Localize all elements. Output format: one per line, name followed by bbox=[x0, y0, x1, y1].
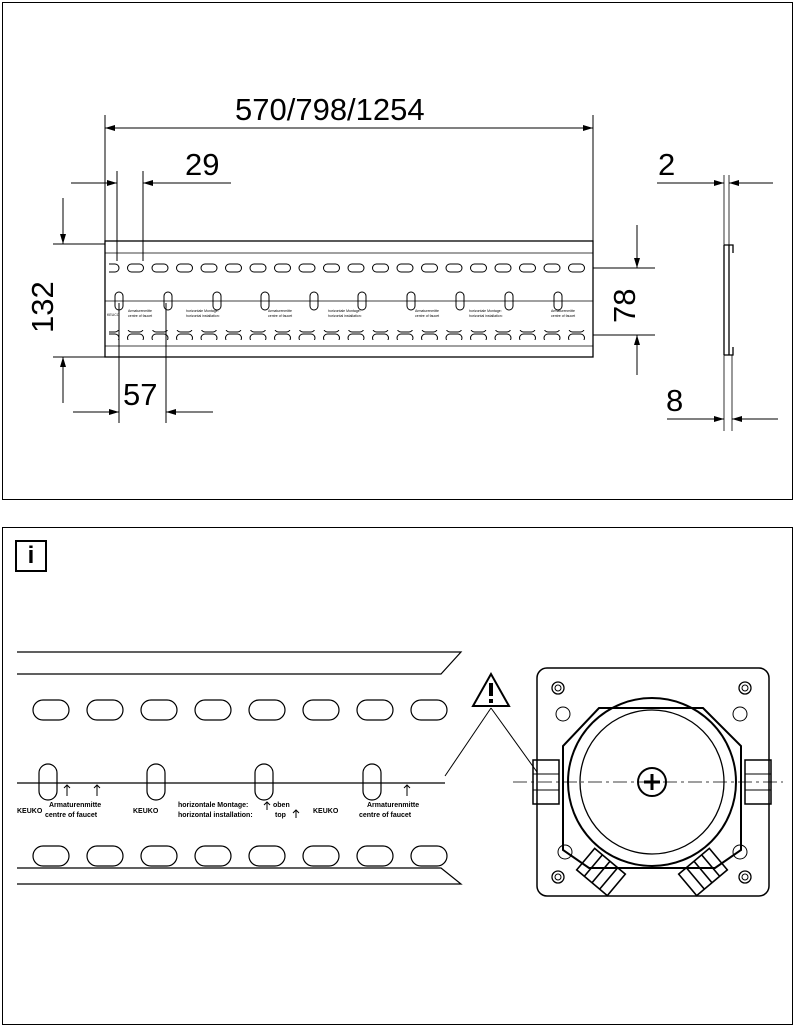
rail-centre-de: Armaturenmitte bbox=[49, 802, 101, 809]
rail-detail bbox=[17, 651, 463, 885]
info-panel: i bbox=[2, 527, 793, 1025]
rail-centre-en: centre of faucet bbox=[45, 812, 98, 819]
rail-install-en-tiny-2: horizontal installation: bbox=[328, 314, 362, 318]
rail-centre-en-tiny-3: centre of faucet bbox=[415, 314, 439, 318]
dimension-height bbox=[53, 198, 105, 403]
rail-install-de: horizontale Montage: bbox=[178, 802, 248, 809]
dimension-drawing: KEUCO Armaturenmitte centre of faucet ho… bbox=[25, 92, 778, 431]
dimension-slot-offset bbox=[71, 171, 231, 261]
rail-top-de: oben bbox=[273, 802, 290, 809]
rail-side-profile bbox=[657, 175, 778, 431]
dimension-inner-height bbox=[593, 225, 655, 375]
info-icon: i bbox=[15, 540, 47, 572]
rail-centre-de-2: Armaturenmitte bbox=[367, 802, 419, 809]
rail-install-en-tiny: horizontal installation: bbox=[186, 314, 220, 318]
rail-brand-left: KEUKO bbox=[17, 808, 43, 815]
thickness-top-label: 2 bbox=[658, 147, 675, 182]
rail-brand-tiny: KEUCO bbox=[107, 313, 120, 317]
rail-brand-3: KEUKO bbox=[313, 808, 339, 815]
rail-install-de-tiny: horizontale Montage: bbox=[186, 309, 219, 313]
left-offset-label: 57 bbox=[123, 377, 157, 412]
rail-centre-de-tiny-3: Armaturenmitte bbox=[415, 309, 439, 313]
dimension-width bbox=[104, 115, 594, 241]
rail-install-de-tiny-3: horizontale Montage: bbox=[469, 309, 502, 313]
warning-triangle-icon bbox=[444, 671, 538, 777]
thickness-bottom-label: 8 bbox=[666, 383, 683, 418]
rail-centre-en-tiny: centre of faucet bbox=[128, 314, 152, 318]
rail-install-en: horizontal installation: bbox=[178, 812, 253, 819]
slot-offset-label: 29 bbox=[185, 147, 219, 182]
rail-install-de-tiny-2: horizontale Montage: bbox=[328, 309, 361, 313]
rail-top-en: top bbox=[275, 812, 286, 819]
rail-install-en-tiny-3: horizontal installation: bbox=[469, 314, 503, 318]
height-label: 132 bbox=[25, 281, 60, 333]
rail-centre-de-tiny: Armaturenmitte bbox=[128, 309, 152, 313]
up-arrows bbox=[63, 784, 411, 818]
mounting-box bbox=[513, 667, 783, 897]
rail-front-view: KEUCO Armaturenmitte centre of faucet ho… bbox=[104, 240, 594, 358]
rail-centre-en-tiny-2: centre of faucet bbox=[268, 314, 292, 318]
rail-brand-2: KEUKO bbox=[133, 808, 159, 815]
rail-centre-en-2: centre of faucet bbox=[359, 812, 412, 819]
width-label: 570/798/1254 bbox=[235, 92, 425, 127]
phillips-screw-icon bbox=[637, 767, 667, 797]
mounting-detail-drawing: KEUKO Armaturenmitte centre of faucet KE… bbox=[17, 651, 783, 897]
dimension-left-offset bbox=[73, 303, 213, 423]
rail-centre-de-tiny-4: Armaturenmitte bbox=[551, 309, 575, 313]
inner-height-label: 78 bbox=[607, 289, 642, 323]
rail-centre-en-tiny-4: centre of faucet bbox=[551, 314, 575, 318]
rail-centre-de-tiny-2: Armaturenmitte bbox=[268, 309, 292, 313]
dimension-drawing-panel: KEUCO Armaturenmitte centre of faucet ho… bbox=[2, 2, 793, 500]
